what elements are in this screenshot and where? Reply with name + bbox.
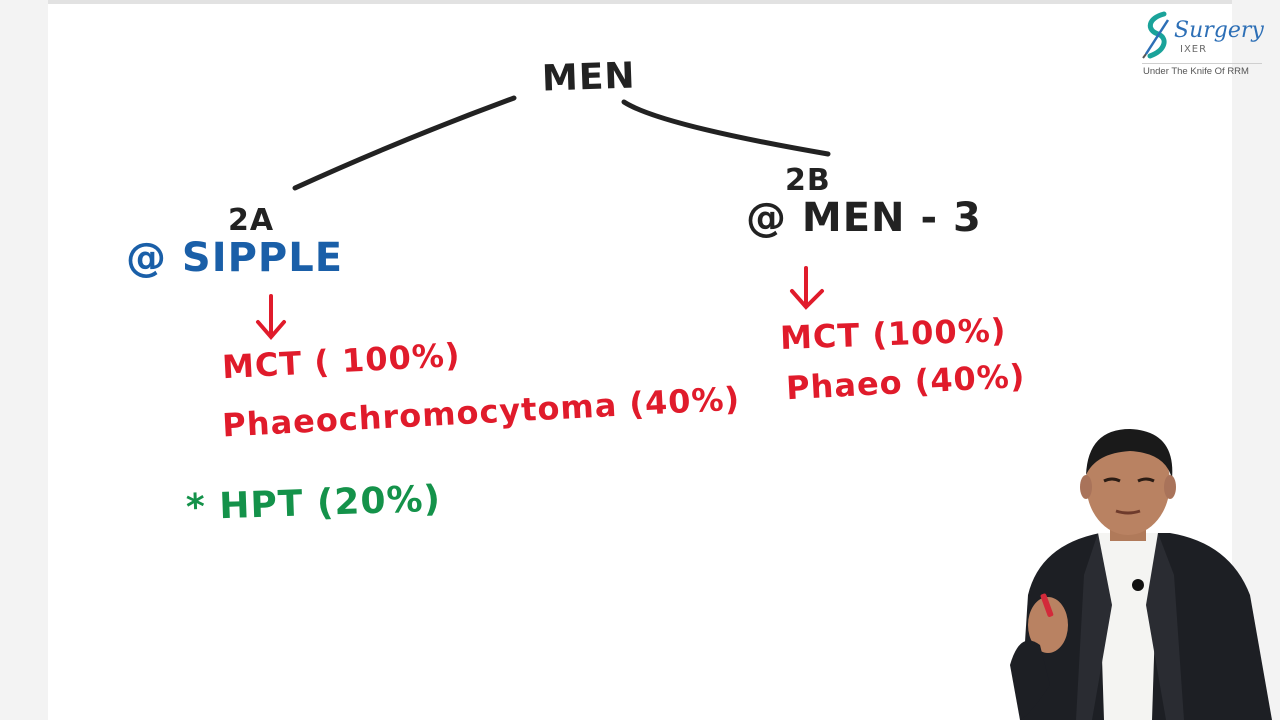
root-to-2a-line [292,95,517,191]
logo-divider [1142,63,1262,64]
arrow-down-2a-icon [256,294,286,341]
scalpel-logo-icon [1142,11,1170,59]
arrow-down-2b-icon [790,266,824,310]
branch-2b-item-mct: MCT (100%) [779,311,1008,357]
diagram-root-label: MEN [541,55,637,100]
branch-2a-note-hpt: * HPT (20%) [185,478,442,529]
branch-2a-alias: @ SIPPLE [126,235,344,281]
logo-sub: IXER [1180,44,1208,55]
branch-2b-alias: @ MEN - 3 [746,195,982,241]
root-to-2b-line [621,99,831,157]
surgery-mixer-logo: Surgery IXER Under The Knife Of RRM [1140,8,1264,78]
presenter-figure [1010,429,1272,720]
branch-2a-label: 2A [228,203,275,238]
branch-2b-label: 2B [785,163,831,198]
logo-name: Surgery [1174,18,1264,43]
board-top-edge [48,0,1232,4]
logo-tagline: Under The Knife Of RRM [1143,66,1249,77]
